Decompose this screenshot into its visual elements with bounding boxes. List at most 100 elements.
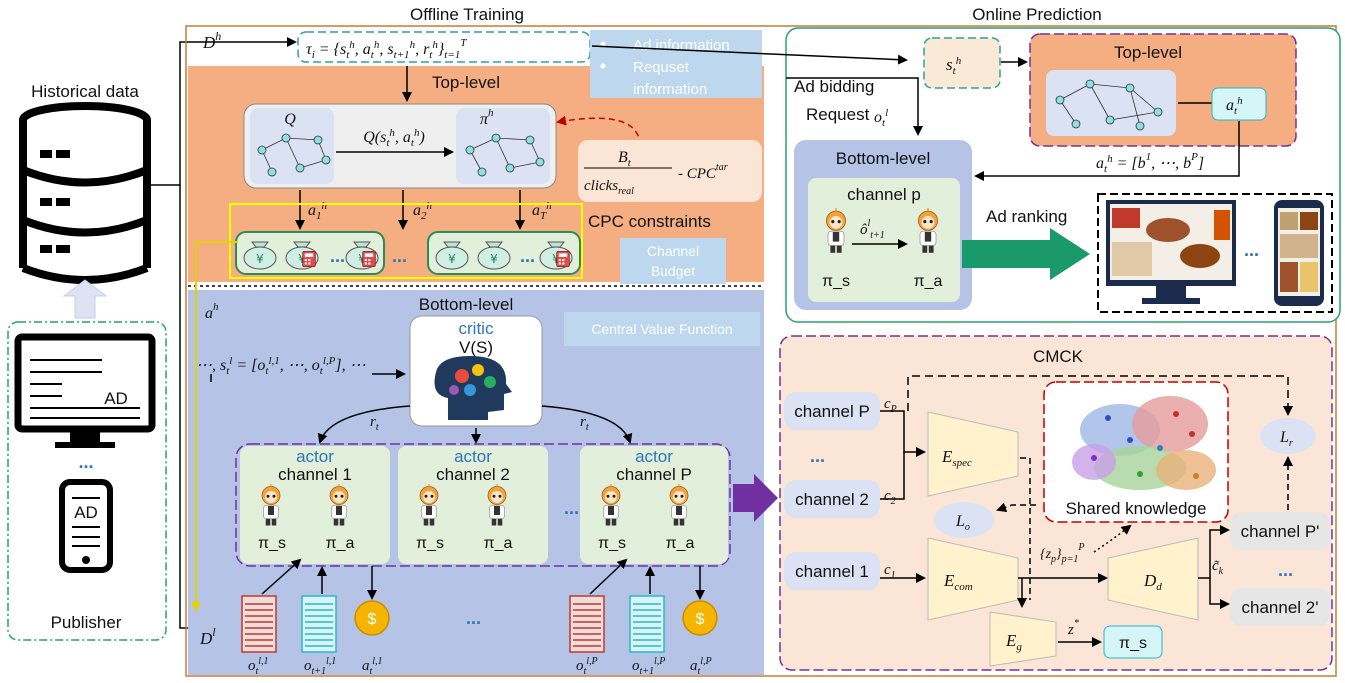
cmck-channel-P-label: channel P	[794, 402, 870, 421]
Dd-output-lines	[1198, 525, 1230, 609]
actor-label: actor	[635, 447, 673, 466]
ad-info-text: Ad information	[633, 37, 730, 54]
critic-reward-arrows	[317, 405, 633, 444]
Q-network	[250, 108, 334, 184]
channel-2-prime-label: channel 2'	[1242, 598, 1319, 617]
phone-ad-text: AD	[74, 503, 98, 522]
publisher-label: Publisher	[51, 613, 122, 632]
central-value-callout	[564, 312, 760, 346]
c-2-label: c2	[884, 488, 896, 507]
channel-1-label: channel 1	[278, 465, 352, 484]
state-sequence-label: ⋯, stl = [otl,1, ⋯, otl,P], ⋯	[196, 355, 366, 377]
request-info-text-1: Requset	[633, 59, 690, 76]
online-title: Online Prediction	[972, 5, 1101, 24]
offline-frame	[185, 25, 1337, 677]
online-bottom-level-title: Bottom-level	[836, 149, 930, 168]
tau-to-online-arrow	[591, 45, 908, 65]
network-graph-icon	[257, 133, 331, 177]
actor-label: actor	[454, 447, 492, 466]
channel-2-prime	[1230, 588, 1330, 626]
o-t-l-label: otl	[874, 107, 888, 129]
channel-P-prime	[1230, 512, 1330, 550]
to-cmck-arrow	[733, 474, 778, 522]
offline-title: Offline Training	[410, 5, 524, 24]
ad-info-callout	[590, 30, 762, 98]
budget-ellipsis-mid: ...	[392, 246, 407, 266]
channel-P-prime-label: channel P'	[1241, 522, 1320, 541]
channel-p-label: channel p	[847, 185, 921, 204]
database-icon	[19, 102, 151, 284]
cmck-channel-ellipsis: ...	[810, 446, 825, 466]
monitor-ad-text: AD	[104, 389, 128, 408]
action-to-bottom-arrow	[974, 121, 1240, 181]
tau-label: τi = {sth, ath, st+1h, rth}t=1T	[306, 37, 467, 61]
cpc-tar-label: - CPCtar	[678, 162, 728, 182]
pi-s-label: π_s	[258, 535, 286, 552]
ad-ranking-label: Ad ranking	[986, 207, 1067, 226]
cpc-formula-box	[578, 140, 762, 202]
historical-data-label: Historical data	[31, 82, 139, 101]
monitor-icon	[14, 333, 156, 448]
cpc-constraints-label: CPC constraints	[588, 212, 711, 231]
actor-ellipsis: ...	[564, 498, 579, 518]
E-g-encoder	[989, 611, 1057, 667]
coin-dollar: $	[368, 611, 377, 628]
cmck-channel-1-label: channel 1	[795, 562, 869, 581]
ad-phone-icon	[1274, 200, 1324, 306]
left-panel: Historical data AD	[7, 82, 167, 641]
online-a-t-h-box	[1211, 87, 1267, 121]
budget-ellipsis-1: ...	[330, 246, 345, 266]
D-l-label: Dl	[199, 625, 216, 648]
cP-to-Lr-dashed	[907, 375, 1293, 416]
obs-ellipsis: ...	[466, 608, 481, 628]
pi-s-label: π_s	[416, 535, 444, 552]
ad-display-ellipsis: ...	[1244, 240, 1259, 260]
Q-function-label: Q(sth, ath)	[363, 127, 425, 149]
actor-channel-P: actor channel P π_s π_a	[580, 446, 728, 564]
cmck-pi-s-box	[1103, 625, 1163, 659]
E-com-label: Ecom	[943, 571, 973, 593]
network-graph-icon	[465, 133, 545, 177]
cmck-title: CMCK	[1033, 347, 1084, 366]
s-t-h-box	[923, 37, 1001, 89]
E-spec-encoder	[927, 411, 1019, 497]
cmck-channel-1	[784, 552, 880, 590]
cmck-input-lines	[880, 410, 926, 583]
obs-arrows-1	[261, 558, 377, 600]
r-t-right: rt	[580, 414, 589, 433]
r-t-left: rt	[370, 414, 379, 433]
actor-group	[235, 443, 731, 567]
channel-2-label: channel 2	[436, 465, 510, 484]
channel-budget-text-2: Budget	[651, 263, 695, 279]
actor-channel-2: actor channel 2 π_s π_a	[398, 446, 548, 564]
ad-ranking-arrow	[962, 228, 1090, 280]
pi-a-label: π_a	[484, 535, 513, 552]
c-tilde-k-label: c̃k	[1212, 558, 1224, 577]
pi-a-label: π_a	[326, 535, 355, 552]
channel-budget-text-1: Channel	[647, 243, 699, 259]
actor-channel-1: actor channel 1 π_s π_a	[240, 446, 390, 564]
channel-prime-ellipsis: ...	[1278, 560, 1293, 580]
phone-icon	[59, 479, 113, 573]
cmck-pi-s-label: π_s	[1119, 635, 1147, 652]
pi-a-label: π_a	[666, 535, 695, 552]
online-pi-s-label: π_s	[822, 273, 850, 290]
cmck-channel-2-label: channel 2	[795, 490, 869, 509]
obs-group-P: $	[569, 595, 718, 653]
z-to-shared-dotted	[1093, 524, 1132, 553]
top-action-arrows	[295, 190, 525, 230]
online-channel-p-box	[808, 178, 960, 302]
cmck-channel-2	[784, 480, 880, 518]
publisher-ellipsis: ...	[78, 452, 93, 472]
request-arrow	[786, 77, 923, 136]
z-star-label: z*	[1067, 618, 1079, 638]
L-o-node	[934, 502, 994, 538]
cmck-channel-P	[784, 392, 880, 430]
central-value-text: Central Value Function	[591, 321, 732, 337]
pi-s-label: π_s	[598, 535, 626, 552]
V-S-label: V(S)	[459, 338, 493, 357]
D-d-decoder	[1107, 537, 1199, 621]
online-pi-a-label: π_a	[914, 273, 943, 290]
upload-arrow-icon	[62, 279, 108, 319]
